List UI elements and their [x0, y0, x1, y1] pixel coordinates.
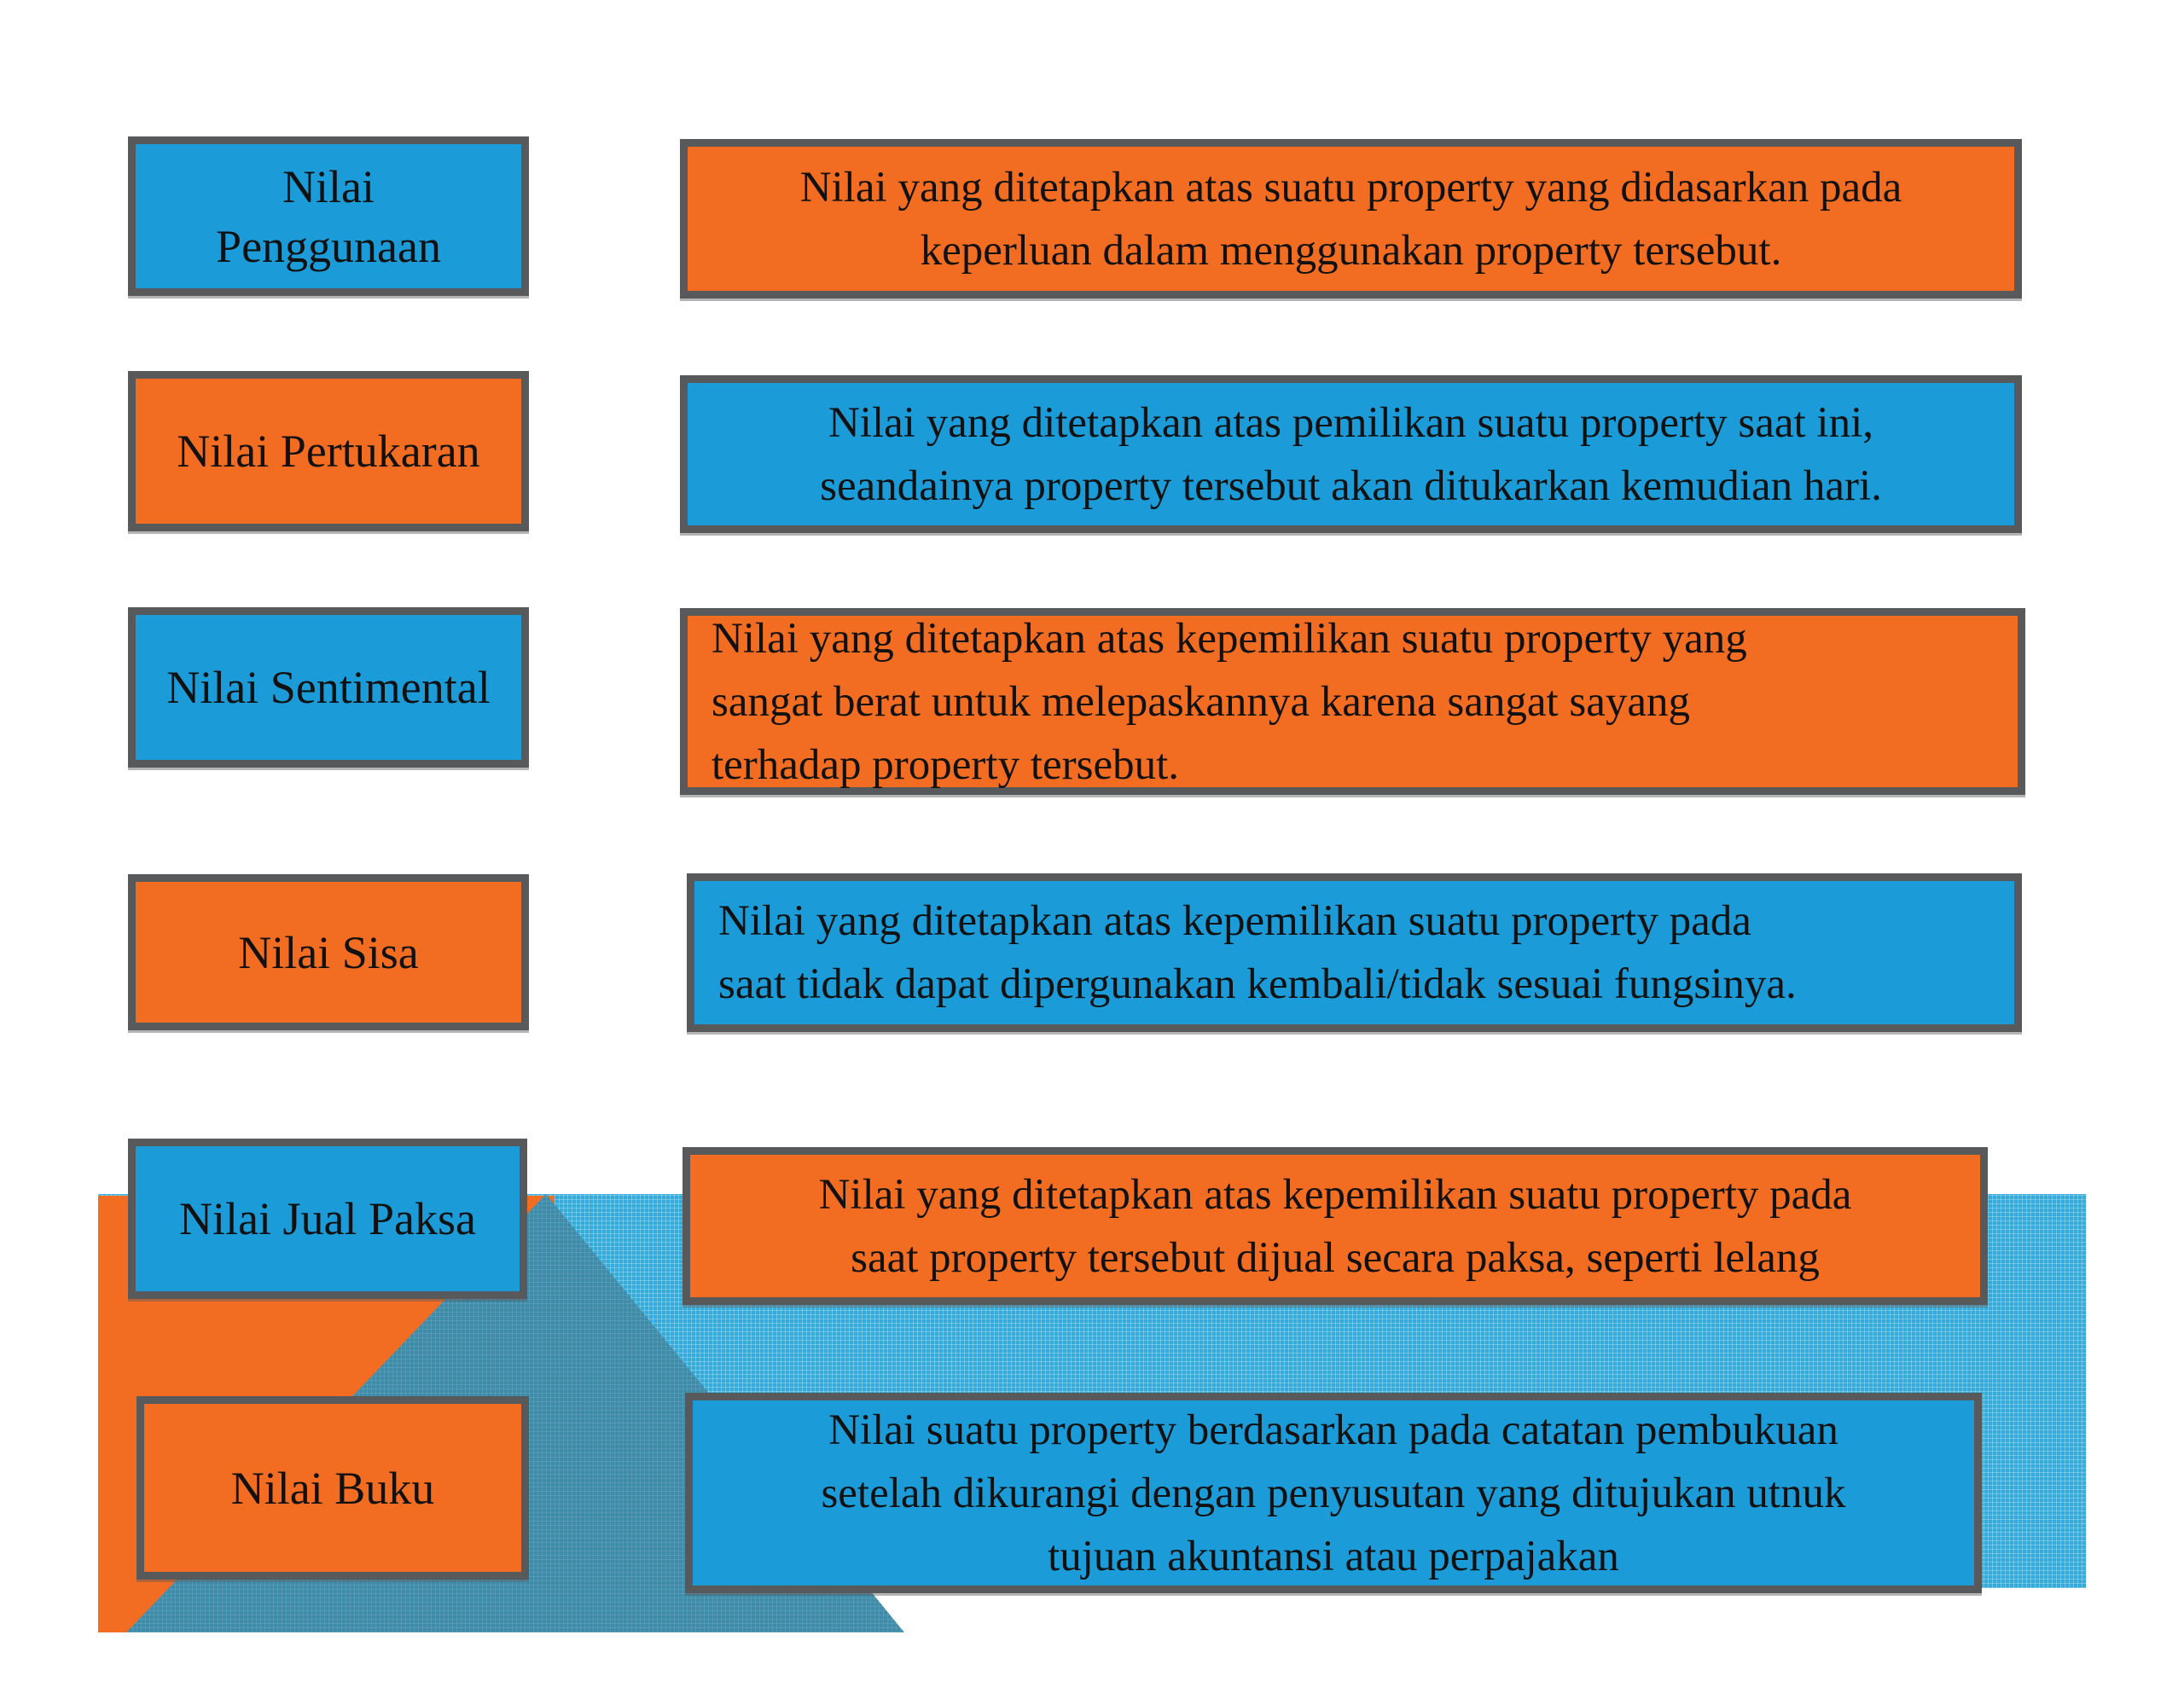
description-text: Nilai yang ditetapkan atas pemilikan sua… [820, 398, 1882, 510]
label-text: Nilai Pertukaran [177, 426, 480, 477]
label-box-nilai-buku: Nilai Buku [136, 1396, 529, 1580]
description-text: Nilai yang ditetapkan atas kepemilikan s… [818, 1170, 1852, 1282]
label-box-nilai-pertukaran: Nilai Pertukaran [128, 371, 529, 531]
description-box-nilai-penggunaan: Nilai yang ditetapkan atas suatu propert… [680, 139, 2022, 299]
label-text: Nilai Sisa [238, 926, 419, 978]
label-text: Nilai Buku [230, 1462, 435, 1514]
label-box-nilai-penggunaan: Nilai Penggunaan [128, 136, 529, 296]
description-text: Nilai yang ditetapkan atas kepemilikan s… [718, 897, 1797, 1008]
label-text: Nilai Sentimental [166, 662, 491, 713]
description-box-nilai-sentimental: Nilai yang ditetapkan atas kepemilikan s… [680, 608, 2025, 795]
description-text: Nilai suatu property berdasarkan pada ca… [821, 1406, 1846, 1580]
label-box-nilai-jual-paksa: Nilai Jual Paksa [128, 1139, 527, 1299]
description-text: Nilai yang ditetapkan atas suatu propert… [799, 163, 1902, 275]
description-box-nilai-pertukaran: Nilai yang ditetapkan atas pemilikan sua… [680, 375, 2022, 533]
description-box-nilai-jual-paksa: Nilai yang ditetapkan atas kepemilikan s… [682, 1147, 1988, 1305]
description-text: Nilai yang ditetapkan atas kepemilikan s… [712, 614, 1747, 789]
description-box-nilai-sisa: Nilai yang ditetapkan atas kepemilikan s… [687, 873, 2022, 1032]
label-box-nilai-sisa: Nilai Sisa [128, 874, 529, 1030]
label-text: Nilai Jual Paksa [179, 1193, 476, 1244]
label-text: Nilai Penggunaan [216, 160, 441, 272]
label-box-nilai-sentimental: Nilai Sentimental [128, 607, 529, 768]
description-box-nilai-buku: Nilai suatu property berdasarkan pada ca… [685, 1393, 1982, 1593]
